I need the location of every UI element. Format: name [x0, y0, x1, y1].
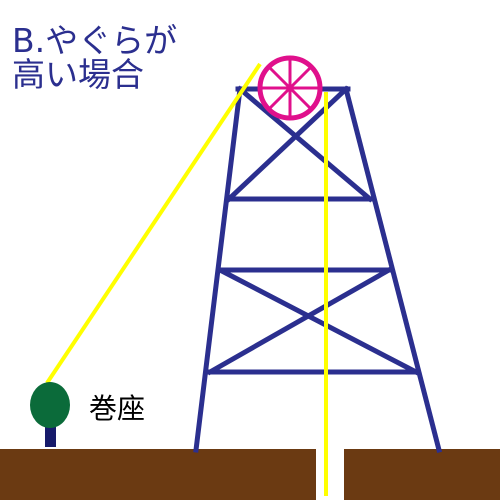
tower-brace-1a [236, 85, 374, 203]
rope [45, 62, 328, 496]
tower [193, 85, 443, 454]
ground-left [0, 449, 316, 500]
diagram-title: B.やぐらが 高い場合 [12, 24, 177, 92]
winch-label: 巻座 [89, 392, 146, 425]
pulley-wheel-icon [257, 55, 323, 121]
ground-right [344, 449, 500, 500]
title-line-2: 高い場合 [12, 55, 144, 94]
tower-right-leg [342, 85, 443, 454]
rope-to-winch [45, 62, 262, 385]
winch-icon [30, 382, 70, 447]
title-line-1: B.やぐらが [12, 21, 178, 60]
tower-brace-2b [206, 266, 393, 376]
tower-brace-2a [216, 266, 420, 376]
